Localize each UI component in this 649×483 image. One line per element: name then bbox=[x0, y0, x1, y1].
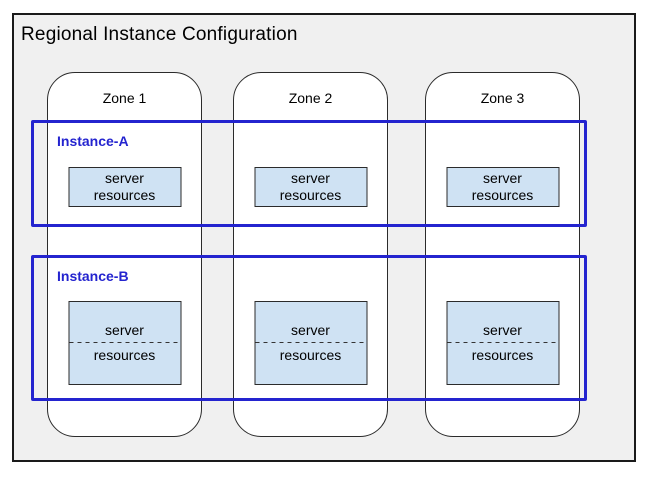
zone-3-label: Zone 3 bbox=[480, 90, 525, 106]
server-resources-label-line1: server bbox=[291, 170, 330, 186]
server-resources-box-instance-b-zone-1: server resources bbox=[68, 301, 181, 385]
instance-a-boundary: Instance-A bbox=[31, 120, 587, 227]
server-resources-label-line2: resources bbox=[471, 187, 534, 203]
resource-split-dashed-line bbox=[255, 342, 366, 343]
instance-b-boundary: Instance-B bbox=[31, 255, 587, 401]
server-resources-label-line2: resources bbox=[93, 187, 156, 203]
server-resources-label-line1: server bbox=[105, 322, 144, 338]
zone-3: Zone 3 server resources server resources bbox=[425, 72, 580, 437]
server-resources-label-line1: server bbox=[105, 170, 144, 186]
server-resources-label-line1: server bbox=[483, 322, 522, 338]
server-resources-box-instance-a-zone-2: server resources bbox=[254, 167, 367, 207]
server-resources-box-instance-b-zone-2: server resources bbox=[254, 301, 367, 385]
instance-a-label: Instance-A bbox=[57, 133, 129, 149]
resource-split-dashed-line bbox=[447, 342, 558, 343]
instance-b-label: Instance-B bbox=[57, 268, 129, 284]
server-resources-label-line1: server bbox=[291, 322, 330, 338]
server-resources-box-instance-b-zone-3: server resources bbox=[446, 301, 559, 385]
diagram-title: Regional Instance Configuration bbox=[21, 24, 298, 45]
server-resources-box-instance-a-zone-1: server resources bbox=[68, 167, 181, 207]
zone-1-label: Zone 1 bbox=[102, 90, 147, 106]
server-resources-label-line2: resources bbox=[279, 187, 342, 203]
server-resources-box-instance-a-zone-3: server resources bbox=[446, 167, 559, 207]
server-resources-label-line2: resources bbox=[93, 347, 156, 363]
server-resources-label-line1: server bbox=[483, 170, 522, 186]
resource-split-dashed-line bbox=[69, 342, 180, 343]
zone-2-label: Zone 2 bbox=[288, 90, 333, 106]
region-frame: Regional Instance Configuration Zone 1 s… bbox=[12, 13, 636, 462]
zone-1: Zone 1 server resources server resources bbox=[47, 72, 202, 437]
zone-2: Zone 2 server resources server resources bbox=[233, 72, 388, 437]
server-resources-label-line2: resources bbox=[279, 347, 342, 363]
server-resources-label-line2: resources bbox=[471, 347, 534, 363]
